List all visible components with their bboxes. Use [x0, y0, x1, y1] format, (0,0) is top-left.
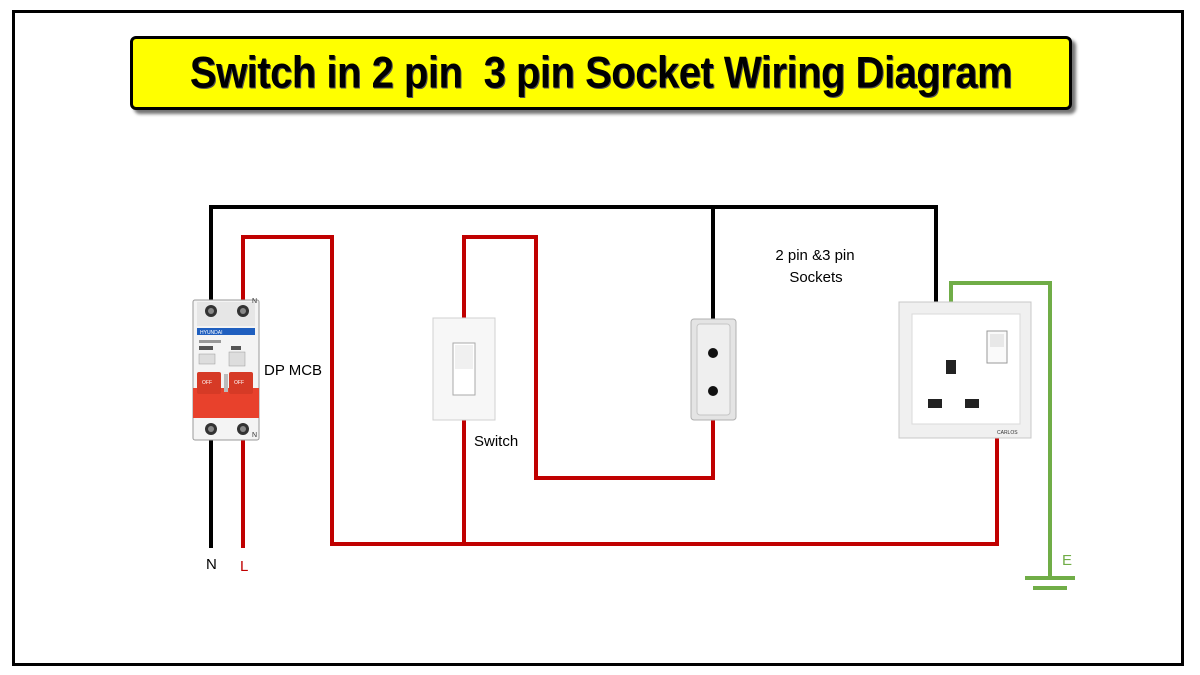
label-sockets-line2: Sockets: [789, 269, 842, 286]
diagram-frame: [12, 10, 1184, 666]
socket-hole-neutral: [708, 348, 718, 358]
socket-neutral-slot: [928, 399, 942, 408]
socket-live-slot: [965, 399, 979, 408]
two-pin-socket: [690, 318, 737, 421]
label-sockets-line1: 2 pin &3 pin: [775, 247, 854, 264]
live-wire-mcb-out: [241, 235, 999, 546]
label-earth: E: [1062, 552, 1072, 569]
title-banner: Switch in 2 pin 3 pin Socket Wiring Diag…: [130, 36, 1072, 110]
live-wires: [241, 235, 999, 548]
label-dp-mcb: DP MCB: [264, 362, 322, 379]
mcb-terminal-bottom-label: N: [252, 432, 257, 439]
mcb-terminal-top-label: N: [252, 298, 257, 305]
dp-mcb: N HYUNDAI OFF OFF N: [192, 298, 260, 441]
switch-device: [432, 317, 496, 421]
mcb-handle-left: OFF: [202, 380, 212, 386]
live-wire-switch-out: [462, 235, 715, 480]
socket-hole-live: [708, 386, 718, 396]
mcb-brand: HYUNDAI: [200, 330, 223, 336]
socket-brand: CARLOS: [997, 430, 1018, 436]
label-neutral: N: [206, 556, 217, 573]
mcb-handle-right: OFF: [234, 380, 244, 386]
label-live: L: [240, 558, 248, 575]
socket-earth-slot: [946, 360, 956, 374]
three-pin-socket: CARLOS: [898, 301, 1032, 439]
diagram-title: Switch in 2 pin 3 pin Socket Wiring Diag…: [189, 47, 1013, 98]
label-switch: Switch: [474, 433, 518, 450]
